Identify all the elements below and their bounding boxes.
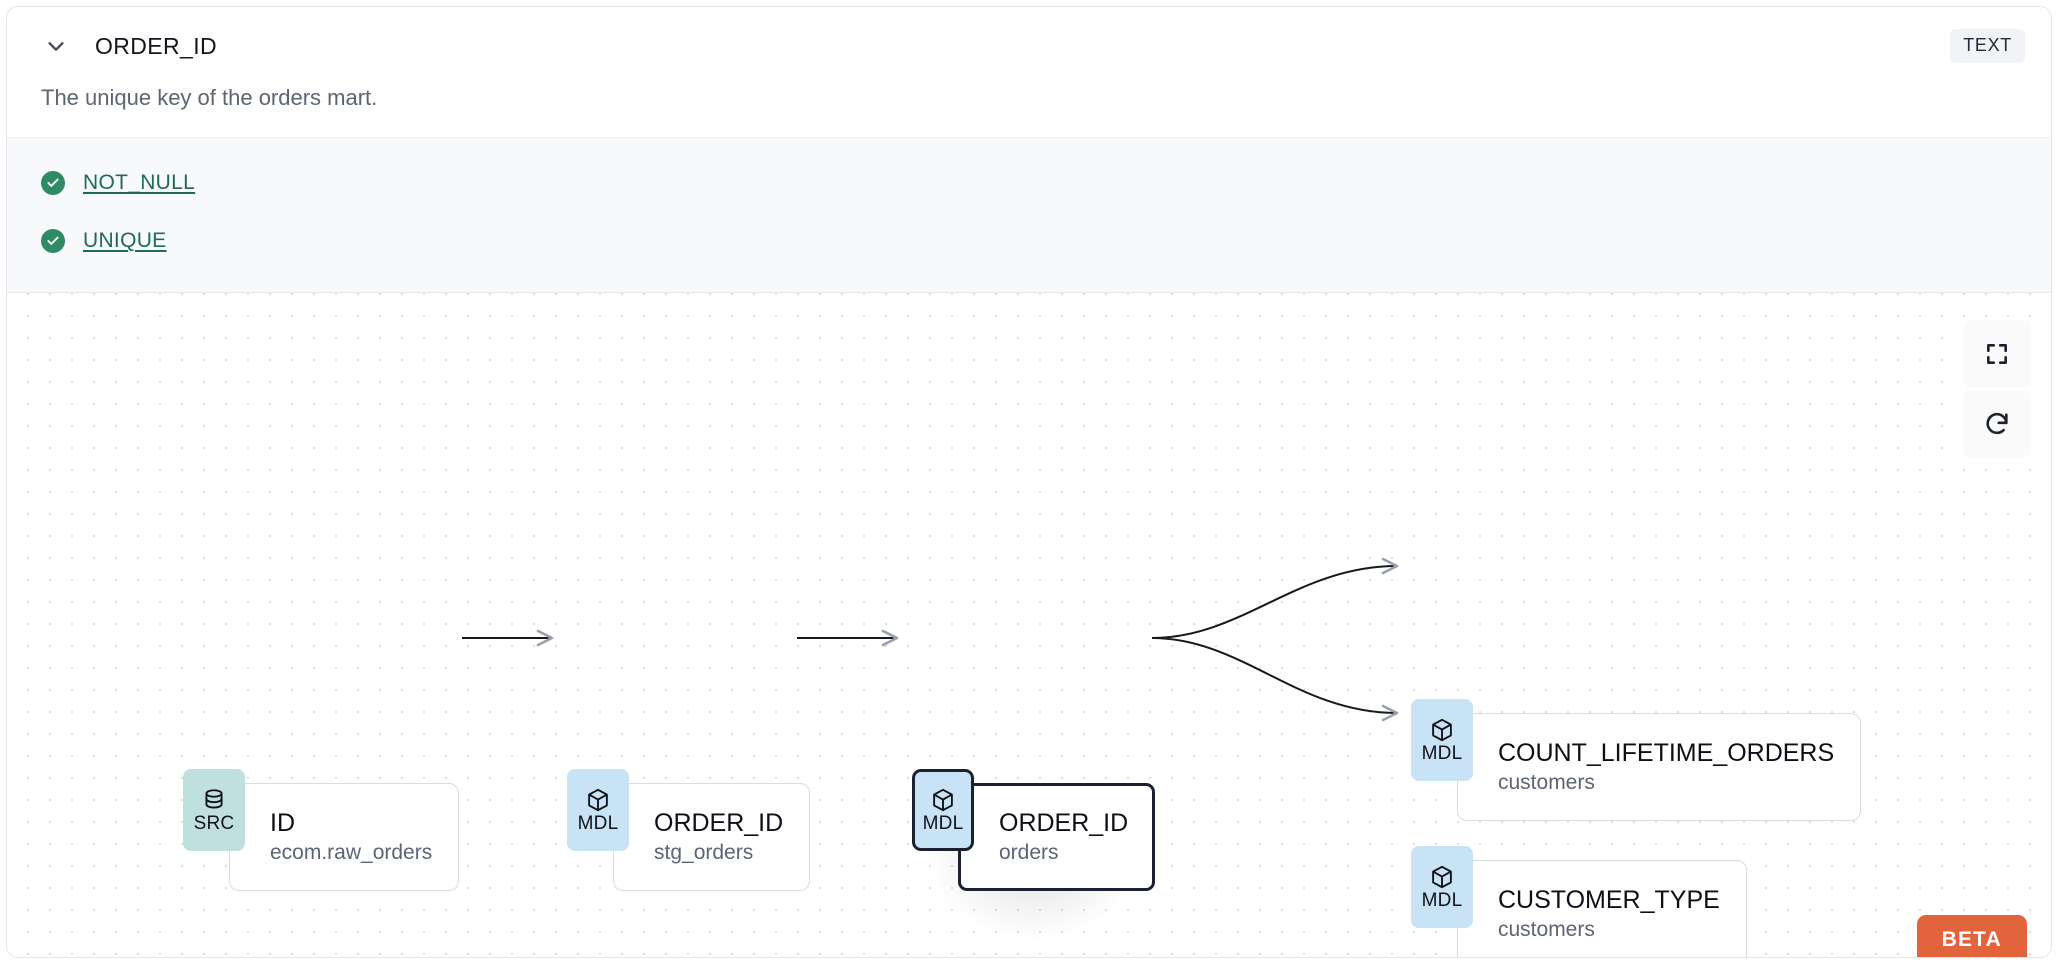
node-badge-label: MDL — [1421, 890, 1463, 912]
lineage-node-stg-orders[interactable]: MDL ORDER_ID stg_orders — [567, 769, 811, 892]
lineage-node-resource: customers — [1498, 770, 1595, 794]
lineage-node-body: ORDER_ID stg_orders — [613, 783, 811, 892]
node-badge-label: MDL — [922, 813, 964, 835]
database-icon: SRC — [183, 769, 245, 852]
lineage-node-body: CUSTOMER_TYPE customers — [1457, 860, 1747, 957]
refresh-icon — [1983, 410, 2011, 438]
lineage-node-name: ORDER_ID — [654, 808, 784, 837]
lineage-node-resource: ecom.raw_orders — [270, 840, 433, 864]
check-circle-icon — [41, 171, 65, 196]
beta-badge[interactable]: BETA — [1916, 915, 2027, 957]
node-badge-label: SRC — [193, 813, 235, 835]
test-row: UNIQUE — [41, 212, 2017, 270]
test-link-not-null[interactable]: NOT_NULL — [83, 171, 196, 195]
lineage-node-body: ID ecom.raw_orders — [229, 783, 460, 892]
fullscreen-icon — [1984, 341, 2010, 367]
check-circle-icon — [41, 229, 65, 254]
test-row: NOT_NULL — [41, 154, 2017, 212]
canvas-controls — [1963, 320, 2031, 459]
cube-icon: MDL — [567, 769, 629, 852]
lineage-node-name: ORDER_ID — [999, 808, 1129, 837]
lineage-node-name: CUSTOMER_TYPE — [1498, 885, 1720, 914]
lineage-node-name: COUNT_LIFETIME_ORDERS — [1498, 738, 1835, 767]
data-type-badge: TEXT — [1950, 29, 2025, 63]
lineage-node-name: ID — [270, 808, 295, 837]
lineage-node-customer-type[interactable]: MDL CUSTOMER_TYPE customers — [1411, 846, 1747, 957]
node-badge-label: MDL — [1421, 743, 1463, 765]
lineage-node-resource: orders — [999, 840, 1059, 864]
lineage-node-count-lifetime-orders[interactable]: MDL COUNT_LIFETIME_ORDERS customers — [1411, 699, 1862, 822]
edge-orders-to-count — [1151, 558, 1399, 640]
column-description: The unique key of the orders mart. — [41, 85, 378, 110]
tests-section: NOT_NULL UNIQUE — [7, 137, 2051, 294]
fit-view-button[interactable] — [1963, 320, 2031, 389]
page-title: ORDER_ID — [95, 32, 218, 59]
cube-icon: MDL — [912, 769, 974, 852]
cube-icon: MDL — [1411, 846, 1473, 929]
lineage-node-resource: customers — [1498, 917, 1595, 941]
test-link-unique[interactable]: UNIQUE — [83, 229, 167, 253]
chevron-down-icon[interactable] — [41, 31, 71, 61]
column-detail-card: ORDER_ID TEXT The unique key of the orde… — [6, 6, 2052, 958]
lineage-canvas[interactable]: SRC ID ecom.raw_orders MDL ORDER_ID stg_… — [7, 293, 2051, 957]
lineage-node-orders-selected[interactable]: MDL ORDER_ID orders — [912, 769, 1156, 946]
card-header: ORDER_ID TEXT — [7, 7, 2051, 85]
node-badge-label: MDL — [577, 813, 619, 835]
edge-orders-to-customer-type — [1151, 637, 1399, 722]
lineage-node-resource: stg_orders — [654, 840, 754, 864]
cube-icon: MDL — [1411, 699, 1473, 782]
lineage-node-body: ORDER_ID orders — [958, 783, 1156, 892]
reset-button[interactable] — [1963, 390, 2031, 459]
lineage-node-src[interactable]: SRC ID ecom.raw_orders — [183, 769, 460, 892]
lineage-node-body: COUNT_LIFETIME_ORDERS customers — [1457, 713, 1862, 822]
